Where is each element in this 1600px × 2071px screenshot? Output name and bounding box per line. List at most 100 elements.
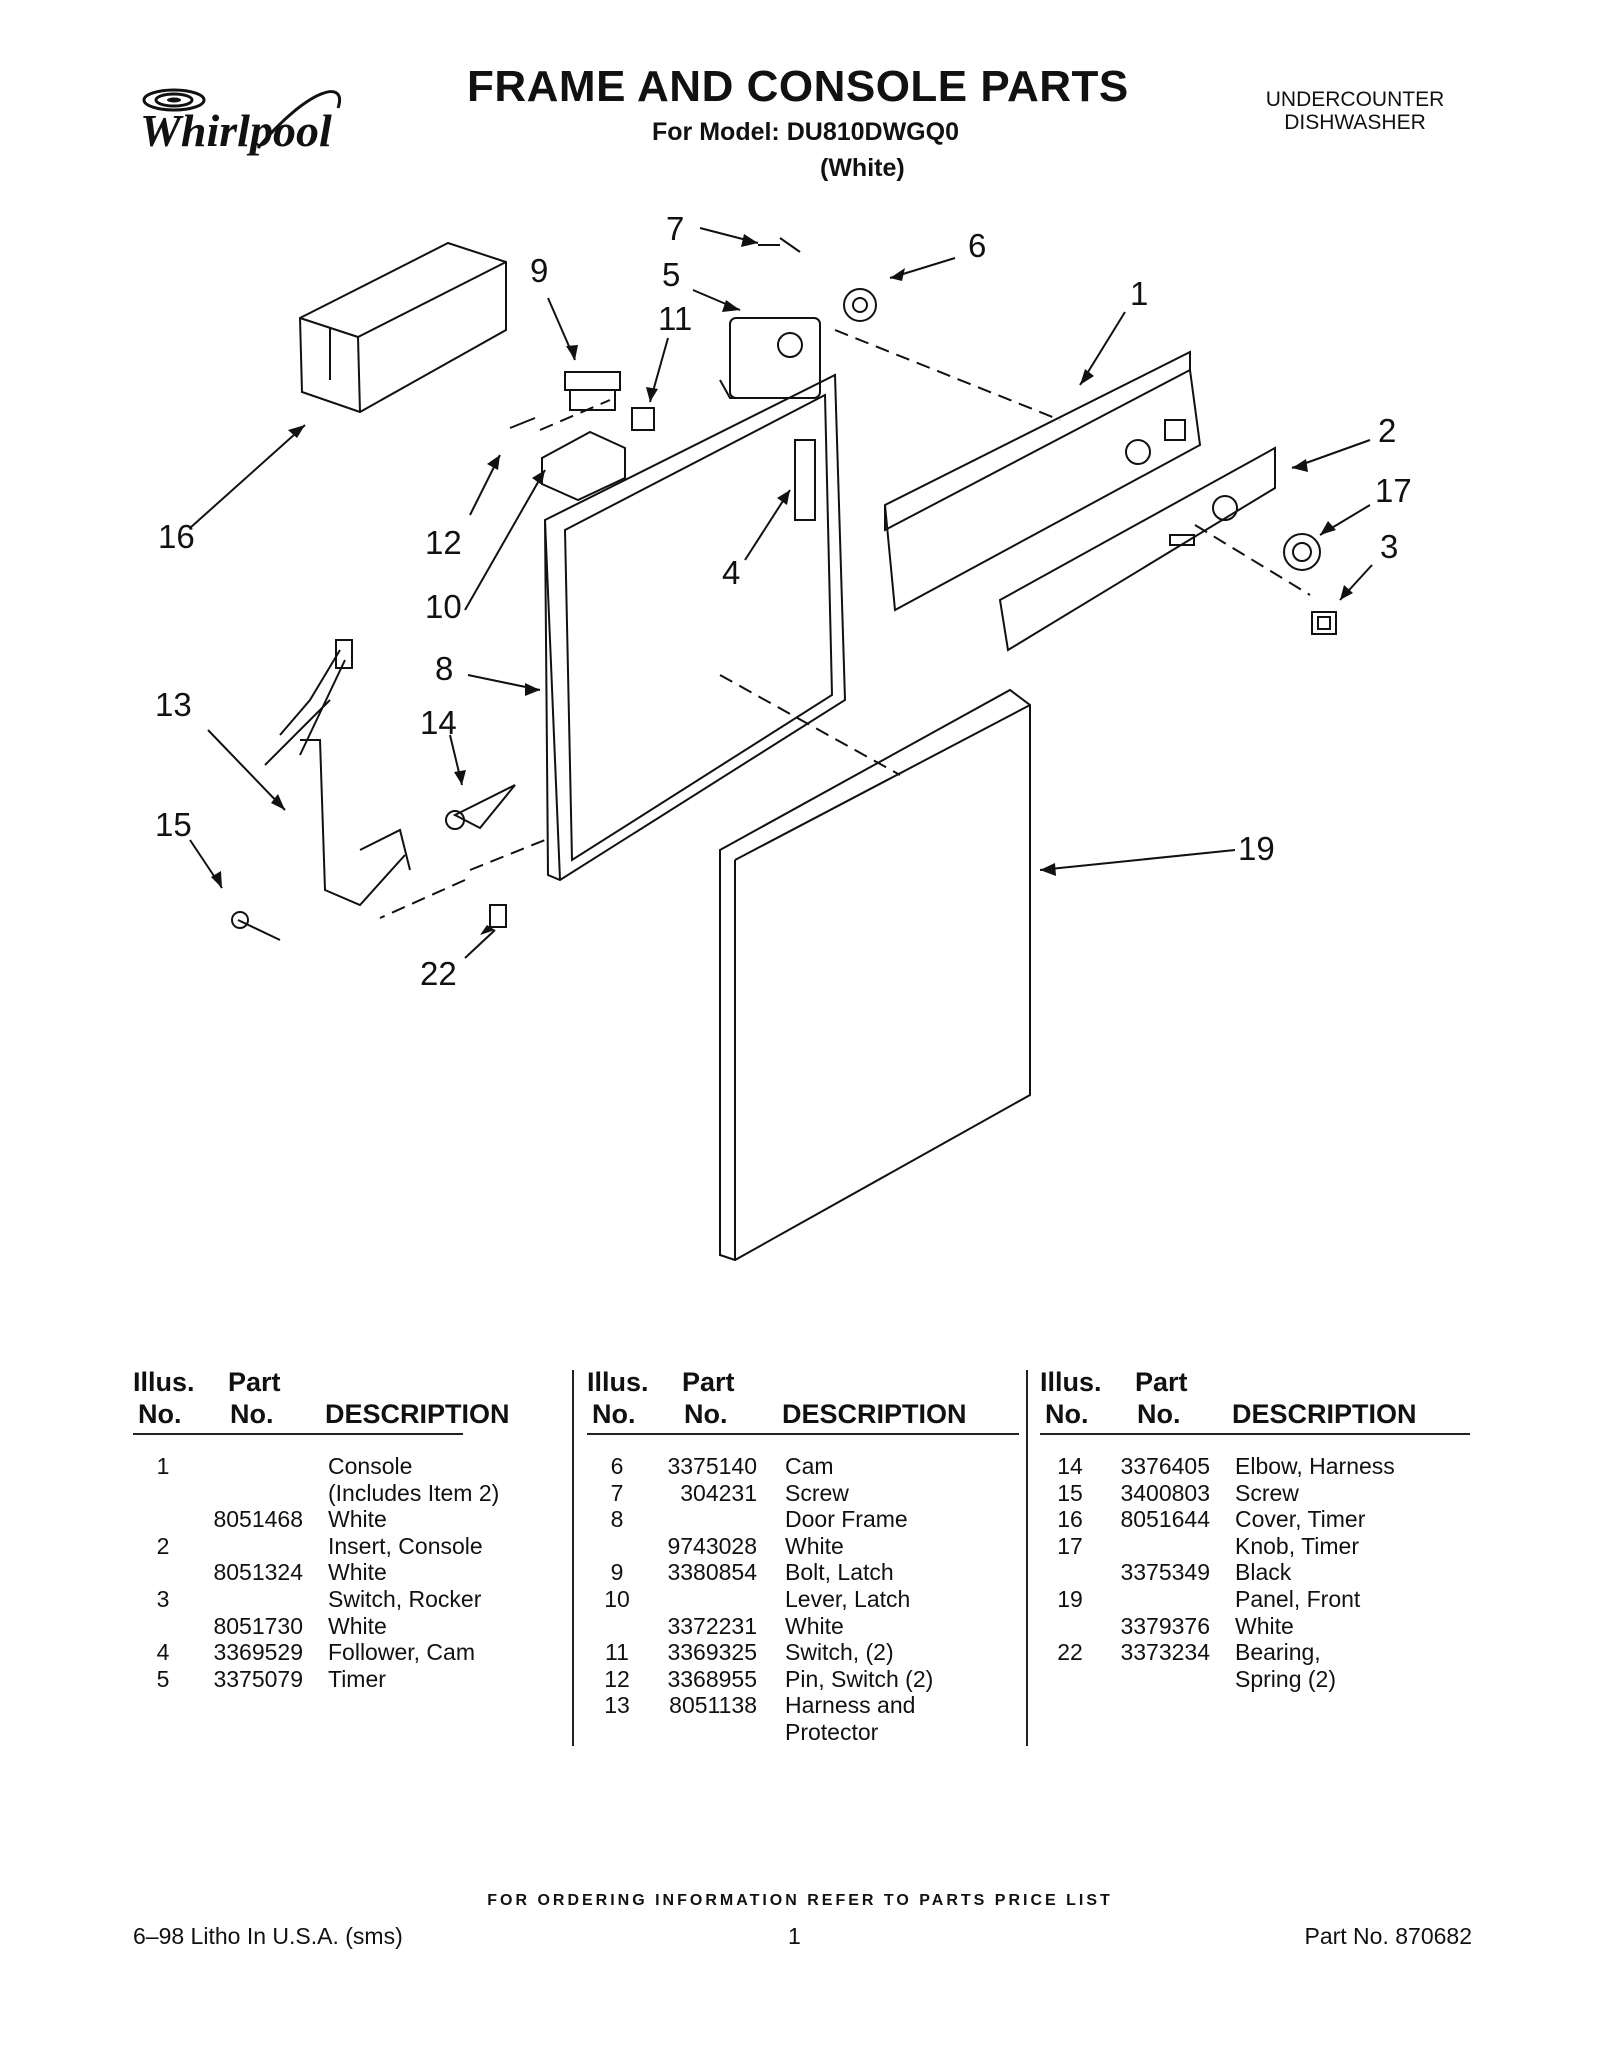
page-title: FRAME AND CONSOLE PARTS — [467, 62, 1129, 111]
header-illus-line2: No. — [138, 1399, 182, 1429]
whirlpool-logo: Whirlpool — [140, 88, 341, 156]
table-row: 8051468 White — [133, 1506, 463, 1533]
header-illus-line2: No. — [592, 1399, 636, 1429]
part-description: White — [328, 1506, 387, 1533]
header-description: DESCRIPTION — [1232, 1399, 1417, 1429]
part-description: Cam — [785, 1453, 834, 1479]
illus-number: 6 — [610, 1453, 624, 1479]
part-number: 3369529 — [213, 1639, 303, 1666]
document-part-number: Part No. 870682 — [1304, 1923, 1472, 1949]
callout-8: 8 — [435, 650, 453, 687]
callout-1: 1 — [1130, 275, 1148, 312]
model-color: (White) — [820, 154, 905, 182]
part-number: 3369325 — [667, 1639, 757, 1666]
latch-parts — [509, 371, 655, 502]
part-description: White — [1235, 1612, 1294, 1639]
callout-13: 13 — [155, 686, 192, 723]
header-part-line2: No. — [230, 1399, 274, 1429]
header-part-line2: No. — [1137, 1399, 1181, 1429]
callout-15: 15 — [155, 806, 192, 843]
harness-part — [264, 639, 411, 907]
part-number: 8051324 — [213, 1559, 303, 1586]
column-divider-2 — [1026, 1370, 1028, 1746]
part-number: 8051468 — [213, 1506, 303, 1533]
part-number: 3400803 — [1120, 1479, 1210, 1506]
part-number: 3376405 — [1120, 1453, 1210, 1479]
callout-4: 4 — [722, 554, 740, 591]
appliance-line-1: UNDERCOUNTER — [1265, 88, 1445, 111]
callout-7: 7 — [666, 210, 684, 247]
part-description: Black — [1235, 1559, 1292, 1586]
part-description: Lever, Latch — [785, 1585, 911, 1612]
header-illus-line2: No. — [1045, 1399, 1089, 1429]
callout-9: 9 — [530, 252, 548, 289]
illus-number: 12 — [604, 1665, 630, 1692]
callout-10: 10 — [425, 588, 462, 625]
callout-14: 14 — [420, 704, 457, 741]
part-number: 8051730 — [213, 1612, 303, 1639]
part-number: 8051138 — [669, 1692, 757, 1719]
part-number: 3373234 — [1120, 1639, 1210, 1666]
part-description: Switch, Rocker — [328, 1585, 482, 1612]
part-description: Cover, Timer — [1235, 1506, 1366, 1533]
console-part — [883, 350, 1202, 612]
part-number: 3375349 — [1120, 1559, 1210, 1586]
part-description: Screw — [1235, 1479, 1299, 1506]
table-row: 14 3376405 Elbow, Harness — [1040, 1453, 1470, 1480]
part-description: Console — [328, 1453, 413, 1479]
callout-6: 6 — [968, 227, 986, 264]
callout-19: 19 — [1238, 830, 1275, 867]
table-row: (Includes Item 2) — [133, 1480, 499, 1507]
illus-number: 7 — [610, 1479, 624, 1506]
part-description: Elbow, Harness — [1235, 1453, 1395, 1479]
illus-number: 16 — [1057, 1506, 1083, 1533]
illus-number: 9 — [610, 1559, 624, 1586]
illus-number: 19 — [1057, 1585, 1083, 1612]
header-illus-line1: Illus. — [587, 1367, 649, 1397]
part-number: 3375140 — [667, 1453, 757, 1479]
part-description: Door Frame — [785, 1506, 908, 1533]
page-number: 1 — [788, 1923, 801, 1949]
callout-3: 3 — [1380, 528, 1398, 565]
appliance-type: UNDERCOUNTER DISHWASHER — [1240, 88, 1470, 134]
header-part-line1: Part — [682, 1367, 735, 1397]
callout-22: 22 — [420, 955, 457, 992]
harness-elbow-part — [445, 784, 516, 830]
header-description: DESCRIPTION — [782, 1399, 967, 1429]
exploded-parts-diagram: 7 6 9 5 1 11 2 17 3 16 12 4 10 8 13 14 1… — [155, 210, 1412, 1262]
part-number: 3372231 — [667, 1612, 757, 1639]
table-row: Protector — [587, 1719, 1019, 1746]
timer-cover-part — [298, 241, 507, 414]
part-description: Screw — [785, 1479, 849, 1506]
part-description: Bearing, — [1235, 1639, 1321, 1666]
part-number: 3375079 — [213, 1665, 303, 1692]
callout-11: 11 — [658, 300, 692, 337]
illus-number: 17 — [1057, 1532, 1083, 1559]
table-row: 6 3375140 Cam — [587, 1453, 1019, 1480]
door-frame-part — [543, 373, 847, 882]
timer-part — [719, 237, 877, 399]
illus-number: 14 — [1057, 1453, 1083, 1479]
illus-number: 8 — [610, 1506, 624, 1533]
print-info: 6–98 Litho In U.S.A. (sms) — [133, 1923, 403, 1949]
bearing-part — [489, 904, 507, 928]
illus-number: 22 — [1057, 1639, 1083, 1666]
table-row: 3375349 Black — [1040, 1559, 1470, 1586]
